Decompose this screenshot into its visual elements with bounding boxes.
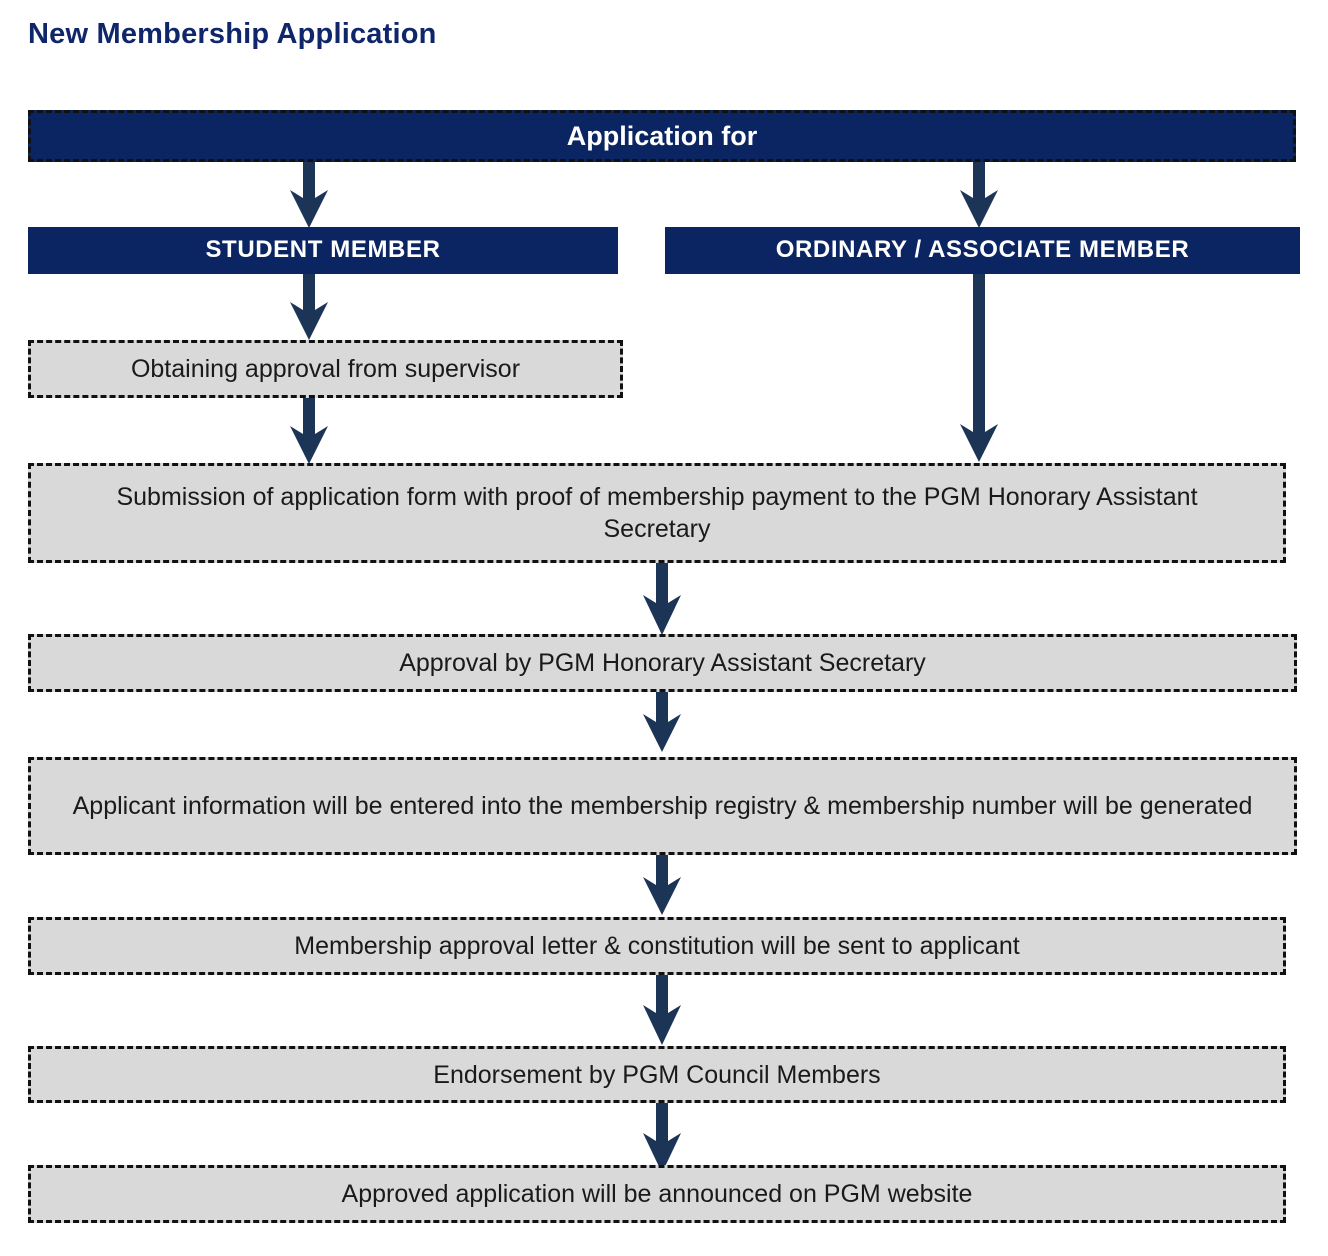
node-approval-honorary-assistant-secretary-label: Approval by PGM Honorary Assistant Secre… (399, 649, 926, 677)
node-ordinary-associate-member-label: ORDINARY / ASSOCIATE MEMBER (775, 236, 1190, 264)
node-student-member-label: STUDENT MEMBER (205, 236, 441, 264)
connector-submission-to-approval (641, 563, 683, 637)
connector-registry-to-letter (641, 855, 683, 917)
node-membership-approval-letter-label: Membership approval letter & constitutio… (294, 932, 1020, 960)
connector-header-to-ordinary (958, 162, 1000, 230)
connector-approval-to-registry (641, 692, 683, 754)
node-submission-application-form-label: Submission of application form with proo… (116, 483, 1198, 543)
node-applicant-information-registry[interactable]: Applicant information will be entered in… (28, 757, 1297, 855)
node-obtaining-approval-supervisor[interactable]: Obtaining approval from supervisor (28, 340, 623, 398)
node-ordinary-associate-member[interactable]: ORDINARY / ASSOCIATE MEMBER (665, 227, 1300, 274)
node-endorsement-pgm-council[interactable]: Endorsement by PGM Council Members (28, 1046, 1286, 1103)
node-applicant-information-registry-label: Applicant information will be entered in… (72, 792, 1253, 820)
connector-supervisor-to-submission (288, 398, 330, 466)
node-submission-application-form[interactable]: Submission of application form with proo… (28, 463, 1286, 563)
node-application-for[interactable]: Application for (28, 110, 1296, 162)
node-student-member[interactable]: STUDENT MEMBER (28, 227, 618, 274)
node-approval-honorary-assistant-secretary[interactable]: Approval by PGM Honorary Assistant Secre… (28, 634, 1297, 692)
connector-student-to-supervisor (288, 274, 330, 342)
page-title: New Membership Application (28, 18, 437, 50)
connector-ordinary-to-submission (958, 274, 1000, 464)
node-obtaining-approval-supervisor-label: Obtaining approval from supervisor (130, 355, 521, 383)
node-endorsement-pgm-council-label: Endorsement by PGM Council Members (433, 1060, 881, 1089)
node-membership-approval-letter[interactable]: Membership approval letter & constitutio… (28, 917, 1286, 975)
connector-header-to-student (288, 162, 330, 230)
node-announced-pgm-website[interactable]: Approved application will be announced o… (28, 1165, 1286, 1223)
node-announced-pgm-website-label: Approved application will be announced o… (341, 1180, 973, 1208)
connector-letter-to-endorsement (641, 975, 683, 1047)
node-application-for-label: Application for (566, 120, 758, 151)
